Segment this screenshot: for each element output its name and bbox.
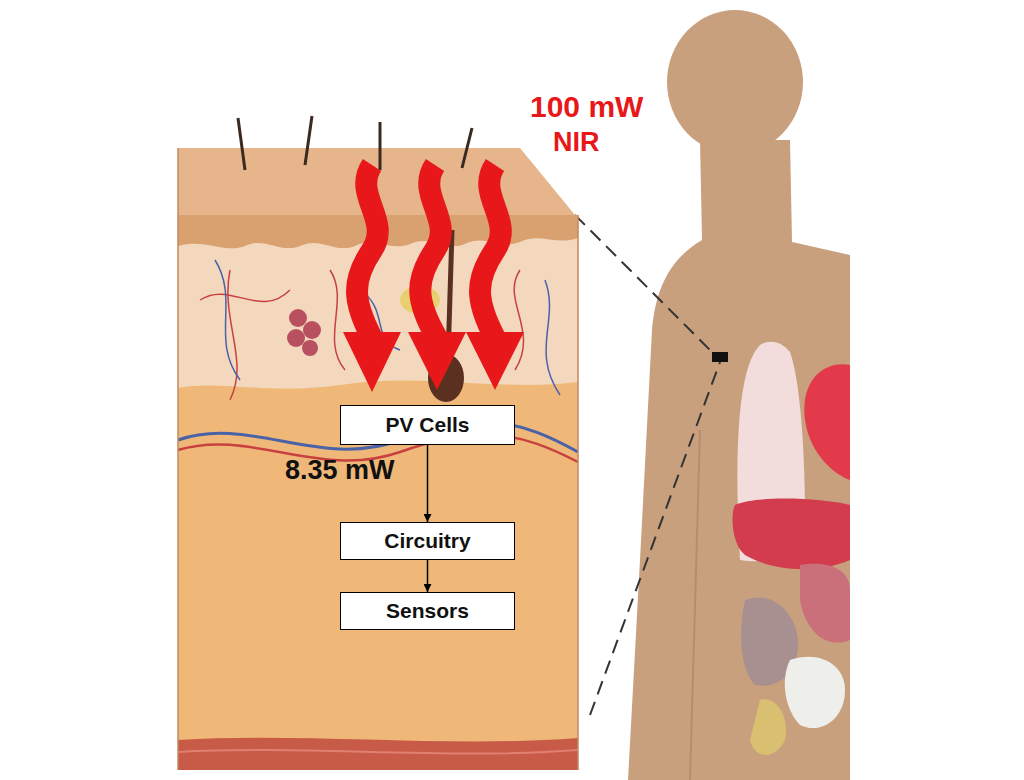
wavy-arrow — [357, 165, 378, 338]
implant-marker — [712, 352, 728, 362]
muscle-fiber — [178, 750, 578, 754]
body-silhouette — [628, 10, 850, 780]
nir-light — [357, 165, 501, 338]
process-box: Circuitry — [340, 522, 515, 560]
arrowhead — [408, 332, 466, 390]
organs — [712, 342, 850, 755]
zoom-line — [590, 362, 720, 715]
liver — [732, 499, 850, 569]
skin-block — [178, 116, 578, 770]
gland-lobe — [303, 321, 321, 339]
gland-lobe — [289, 309, 307, 327]
intestine — [785, 657, 845, 728]
power-label: 100 mW — [530, 90, 643, 124]
bowel — [750, 699, 786, 755]
arm-line — [690, 430, 700, 780]
arrowhead — [466, 332, 524, 390]
power-label: NIR — [553, 127, 600, 158]
fat-layer — [178, 215, 578, 770]
wavy-arrow — [420, 165, 441, 338]
box-label: PV Cells — [385, 413, 469, 437]
wavy-arrow — [480, 165, 501, 338]
sweat-gland — [287, 309, 321, 356]
gland-lobe — [302, 340, 318, 356]
head — [667, 10, 803, 154]
stomach — [800, 564, 850, 643]
process-box: PV Cells — [340, 405, 515, 445]
process-box: Sensors — [340, 592, 515, 630]
block-edge — [178, 148, 578, 770]
box-label: Sensors — [386, 599, 469, 623]
zoom-line — [575, 215, 715, 355]
heart — [804, 364, 850, 480]
flow-arrow — [427, 445, 429, 522]
capillary — [215, 260, 560, 395]
muscle-layer — [178, 738, 578, 770]
nir-arrowheads — [343, 332, 524, 392]
hair — [238, 116, 472, 170]
gland-lobe — [287, 329, 305, 347]
flow-arrow — [427, 560, 429, 592]
box-label: Circuitry — [384, 529, 470, 553]
torso — [628, 140, 850, 780]
arrowhead — [343, 332, 401, 392]
power-label: 8.35 mW — [285, 455, 395, 486]
